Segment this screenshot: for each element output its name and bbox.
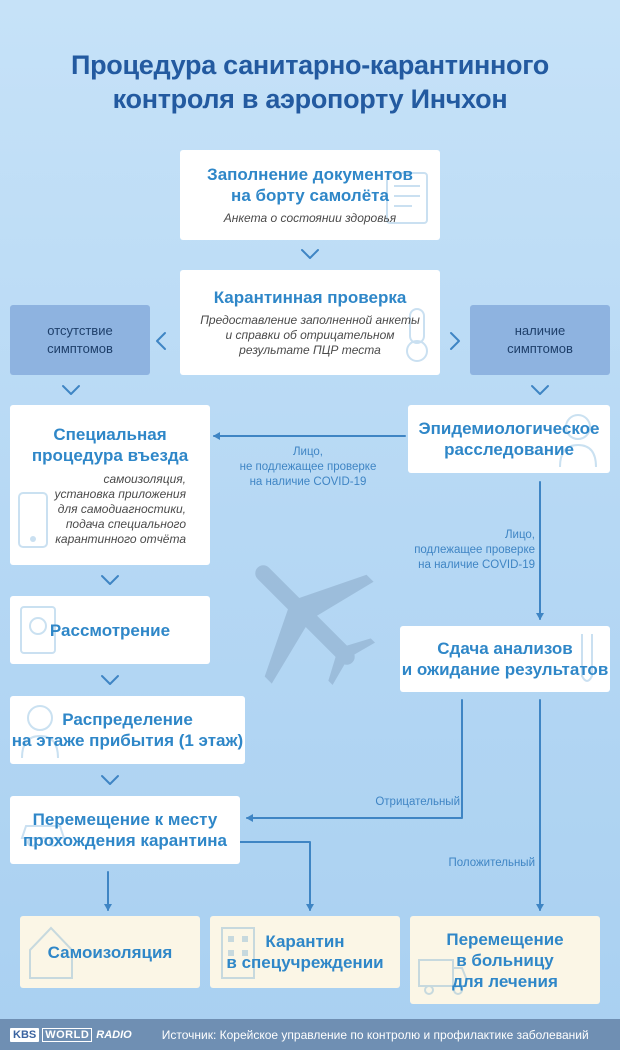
step-check-sub: Предоставление заполненной анкеты и спра… (200, 313, 420, 357)
phone-icon (18, 492, 48, 548)
step-self-isolation: Самоизоляция (20, 916, 200, 988)
chevron-down-icon (101, 775, 119, 785)
chevron-left-icon (156, 332, 166, 350)
step-hospital: Перемещение в больницу для лечения (410, 916, 600, 1004)
step-check-title: Карантинная проверка (213, 288, 407, 307)
label-not-subject: Лицо, не подлежащее проверке на наличие … (239, 446, 377, 488)
step-special-entry: Специальная процедура въезда самоизоляци… (10, 405, 210, 565)
building-icon (221, 927, 255, 979)
chevron-down-icon (301, 249, 319, 259)
kbs-world-radio-logo: KBS WORLD RADIO (10, 1026, 132, 1044)
step-move: Перемещение к месту прохождения карантин… (10, 796, 240, 864)
footer: KBS WORLD RADIO Источник: Корейское упра… (0, 1019, 620, 1050)
step-documents-title: Заполнение документов на борту самолёта (207, 165, 413, 205)
car-icon (20, 825, 66, 847)
page-title-line2: контроля в аэропорту Инчхон (112, 84, 508, 114)
document-icon (386, 172, 428, 224)
airplane-icon (255, 565, 376, 686)
tag-no-symptoms: отсутствие симптомов (10, 305, 150, 375)
step-tests: Сдача анализов и ожидание результатов (400, 626, 610, 692)
page-title: Процедура санитарно-карантинного контрол… (0, 48, 620, 116)
tag-symptoms: наличие симптомов (470, 305, 610, 375)
thermometer-icon (406, 308, 428, 362)
step-hospital-title: Перемещение в больницу для лечения (446, 929, 564, 991)
step-review: Рассмотрение (10, 596, 210, 664)
chevron-down-icon (531, 385, 549, 395)
step-documents-sub: Анкета о состоянии здоровья (223, 211, 397, 225)
test-tube-icon (581, 634, 593, 682)
step-epi-title: Эпидемиологическое расследование (418, 419, 600, 459)
source-note: Источник: Корейское управление по контро… (161, 1027, 589, 1042)
step-check: Карантинная проверка Предоставление запо… (180, 270, 440, 375)
doctor-icon (559, 414, 597, 468)
step-documents: Заполнение документов на борту самолёта … (180, 150, 440, 240)
step-facility: Карантин в спецучреждении (210, 916, 400, 988)
step-move-title: Перемещение к месту прохождения карантин… (22, 810, 228, 850)
step-special-entry-title: Специальная процедура въезда (31, 424, 189, 465)
label-positive: Положительный (448, 857, 535, 869)
chevron-down-icon (101, 675, 119, 685)
label-subject: Лицо, подлежащее проверке на наличие COV… (414, 529, 535, 571)
step-tests-title: Сдача анализов и ожидание результатов (401, 639, 609, 679)
chevron-right-icon (450, 332, 460, 350)
step-facility-title: Карантин в спецучреждении (226, 932, 384, 972)
step-self-isolation-title: Самоизоляция (47, 942, 173, 962)
chevron-down-icon (101, 575, 119, 585)
page-title-line1: Процедура санитарно-карантинного (71, 50, 549, 80)
ambulance-icon (418, 959, 467, 995)
label-negative: Отрицательный (375, 796, 460, 808)
worker-icon (21, 705, 59, 759)
step-special-entry-sub: самоизоляция, установка приложения для с… (54, 471, 187, 546)
step-distribution: Распределение на этаже прибытия (1 этаж) (10, 696, 245, 764)
step-review-title: Рассмотрение (49, 620, 171, 640)
passport-icon (20, 606, 56, 654)
house-icon (29, 926, 73, 979)
step-distribution-title: Распределение на этаже прибытия (1 этаж) (11, 710, 244, 750)
step-epi: Эпидемиологическое расследование (408, 405, 610, 473)
chevron-down-icon (62, 385, 80, 395)
